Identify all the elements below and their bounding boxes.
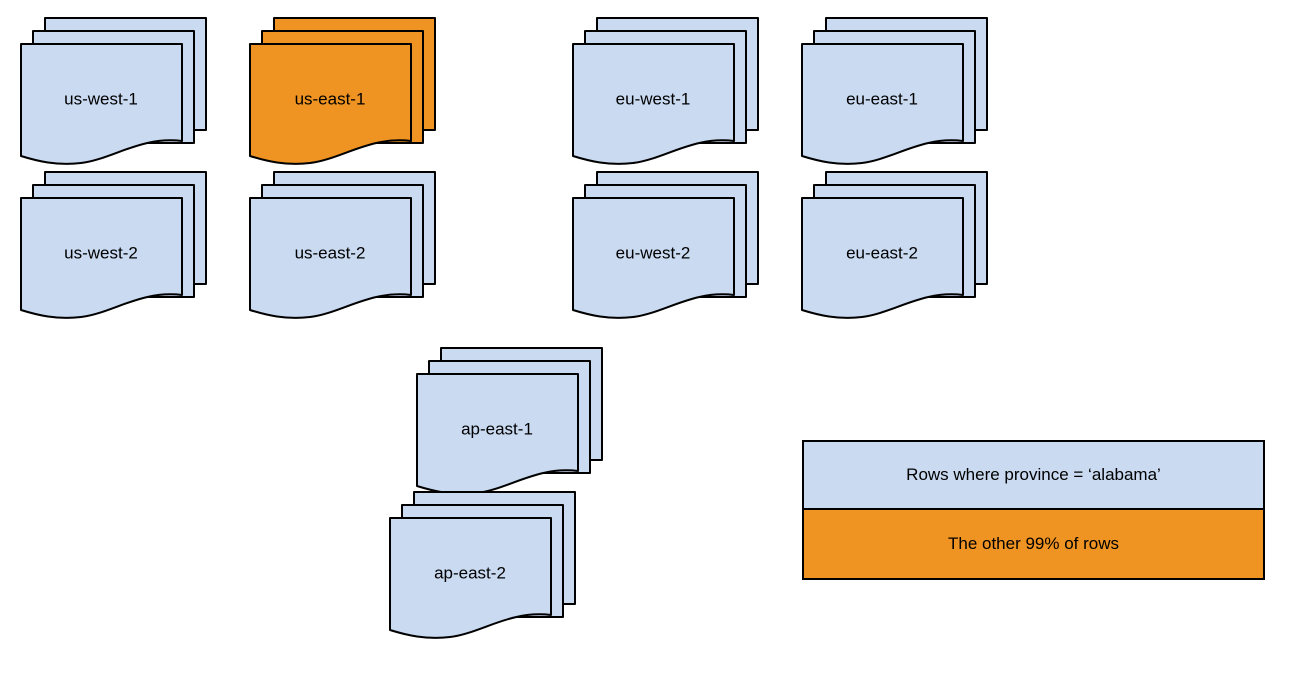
document-stack-label: eu-east-2 (846, 243, 918, 262)
legend-row-highlight: The other 99% of rows (804, 510, 1263, 578)
legend-row-label: Rows where province = ‘alabama’ (906, 465, 1161, 484)
document-stack-ap-east-1[interactable]: ap-east-1 (416, 347, 627, 508)
legend-row-normal: Rows where province = ‘alabama’ (804, 442, 1263, 510)
document-sheet-front (20, 197, 183, 319)
document-stack-eu-east-1[interactable]: eu-east-1 (801, 17, 1012, 178)
document-sheet-front (572, 43, 735, 165)
document-stack-ap-east-2[interactable]: ap-east-2 (389, 491, 600, 652)
document-stack-label: eu-east-1 (846, 89, 918, 108)
document-sheet-front (249, 43, 412, 165)
document-stack-label: eu-west-2 (616, 243, 691, 262)
document-sheet-front (20, 43, 183, 165)
document-sheet-front (572, 197, 735, 319)
document-stack-label: us-east-1 (295, 89, 366, 108)
document-stack-us-east-1[interactable]: us-east-1 (249, 17, 460, 178)
legend-row-label: The other 99% of rows (947, 534, 1120, 553)
document-stack-label: ap-east-1 (461, 419, 533, 438)
document-sheet-front (801, 43, 964, 165)
document-stack-us-east-2[interactable]: us-east-2 (249, 171, 460, 332)
document-stack-us-west-2[interactable]: us-west-2 (20, 171, 231, 332)
document-stack-label: eu-west-1 (616, 89, 691, 108)
document-stack-label: us-west-1 (64, 89, 138, 108)
document-stack-label: ap-east-2 (434, 563, 506, 582)
legend: Rows where province = ‘alabama’ The othe… (802, 440, 1265, 580)
document-stack-us-west-1[interactable]: us-west-1 (20, 17, 231, 178)
document-stack-eu-west-2[interactable]: eu-west-2 (572, 171, 783, 332)
document-stack-eu-east-2[interactable]: eu-east-2 (801, 171, 1012, 332)
document-sheet-front (389, 517, 552, 639)
document-stack-eu-west-1[interactable]: eu-west-1 (572, 17, 783, 178)
document-sheet-front (249, 197, 412, 319)
document-sheet-front (801, 197, 964, 319)
document-stack-label: us-west-2 (64, 243, 138, 262)
document-stack-label: us-east-2 (295, 243, 366, 262)
